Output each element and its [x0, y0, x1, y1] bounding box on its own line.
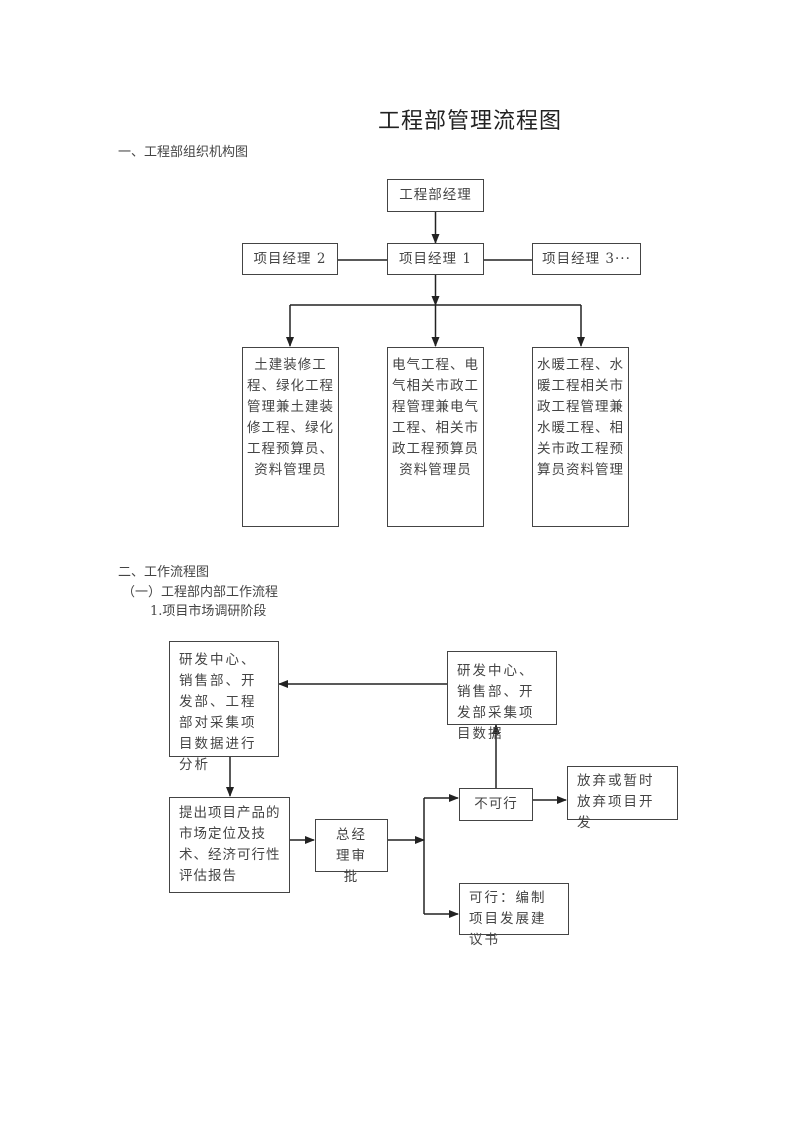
org-box-project-manager-1: 项目经理 1	[387, 243, 484, 275]
org-box-label: 工程部经理	[399, 187, 472, 203]
flow-box-abandon: 放弃或暂时放弃项目开发	[567, 766, 678, 831]
flow-box-label: 研发中心、销售部、开发部、工程部对采集项目数据进行分析	[179, 652, 257, 773]
section2-heading: 二、工作流程图	[118, 565, 210, 580]
org-box-label: 项目经理 3···	[542, 250, 631, 267]
flow-box-collect: 研发中心、销售部、开发部采集项目数据	[447, 651, 557, 742]
flow-box-report: 提出项目产品的市场定位及技术、经济可行性评估报告	[169, 797, 290, 893]
org-box-project-manager-3: 项目经理 3···	[532, 243, 641, 275]
org-box-label: 项目经理 1	[399, 250, 472, 267]
org-box-label: 土建装修工程、绿化工程管理兼土建装修工程、绿化工程预算员、资料管理员	[247, 357, 334, 478]
flow-box-feasible: 可行：编制项目发展建议书	[459, 883, 569, 948]
flow-box-label: 不可行	[474, 796, 518, 812]
org-box-department-manager: 工程部经理	[387, 179, 484, 212]
page-title: 工程部管理流程图	[377, 109, 562, 134]
org-box-team-civil: 土建装修工程、绿化工程管理兼土建装修工程、绿化工程预算员、资料管理员	[242, 347, 339, 527]
subsection1-heading: （一）工程部内部工作流程	[122, 585, 279, 600]
flow-box-not-feasible: 不可行	[459, 788, 533, 821]
flow-box-label: 可行：编制项目发展建议书	[469, 890, 547, 948]
flow-box-label: 提出项目产品的市场定位及技术、经济可行性评估报告	[179, 805, 281, 884]
org-box-team-plumbing: 水暖工程、水暖工程相关市政工程管理兼水暖工程、相关市政工程预算员资料管理	[532, 347, 629, 527]
org-box-project-manager-2: 项目经理 2	[242, 243, 338, 275]
org-box-label: 项目经理 2	[253, 250, 327, 267]
step1-heading: 1.项目市场调研阶段	[150, 604, 267, 619]
org-box-label: 水暖工程、水暖工程相关市政工程管理兼水暖工程、相关市政工程预算员资料管理	[537, 357, 624, 478]
section1-heading: 一、工程部组织机构图	[118, 145, 249, 160]
flow-box-label: 总经理审批	[336, 827, 367, 885]
flow-box-analyze: 研发中心、销售部、开发部、工程部对采集项目数据进行分析	[169, 641, 279, 773]
flow-box-label: 研发中心、销售部、开发部采集项目数据	[457, 663, 535, 742]
org-box-team-electrical: 电气工程、电气相关市政工程管理兼电气工程、相关市政工程预算员资料管理员	[387, 347, 484, 527]
org-box-label: 电气工程、电气相关市政工程管理兼电气工程、相关市政工程预算员资料管理员	[392, 357, 479, 478]
flow-box-label: 放弃或暂时放弃项目开发	[577, 773, 655, 831]
flow-box-approval: 总经理审批	[315, 819, 388, 885]
